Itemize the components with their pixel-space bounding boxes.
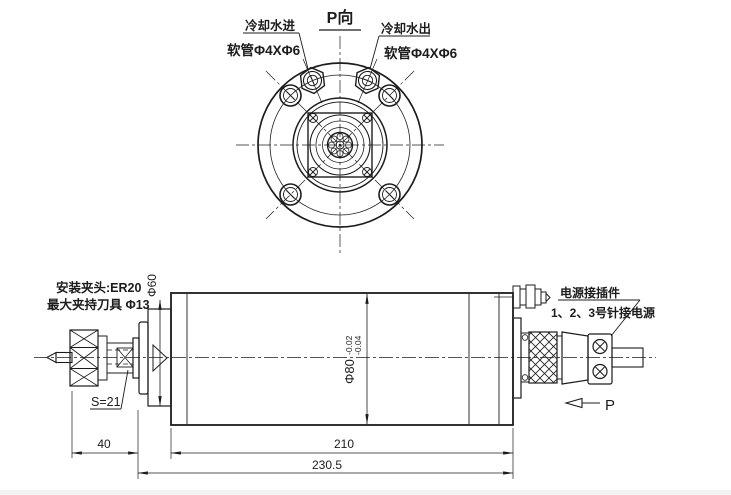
water-nipple-icon [494, 284, 551, 309]
housing-circle-outer [292, 97, 388, 193]
water-fitting-hex-icon [299, 58, 381, 104]
housing-circle-inner [296, 101, 384, 189]
collet-note-line1: 安装夹头:ER20 [56, 280, 141, 295]
dim-230-5-label: 230.5 [312, 458, 342, 472]
dia80-tol-lower: -0.04 [353, 335, 363, 355]
dim-40-label: 40 [97, 437, 111, 451]
flange-bolt-icon [279, 84, 401, 206]
flange-outer-circle [257, 62, 423, 228]
top-view-annotations [243, 29, 430, 70]
side-view [34, 284, 656, 479]
coolant-out-label: 冷却水出 [381, 21, 431, 36]
collet-note-line2: 最大夹持刀具 Φ13 [47, 297, 150, 312]
bearing-detail [309, 114, 371, 176]
bolt-circle [269, 74, 411, 216]
wrench-flat-annotation-lines [90, 369, 129, 410]
connector-annotation-lines [558, 299, 641, 337]
spindle-shaft [106, 342, 134, 374]
connector-pins-label: 1、2、3号针接电源 [551, 305, 655, 320]
stator-square-plate [307, 112, 373, 178]
dia60-label: Φ60 [145, 274, 159, 297]
coolant-out-spec: 软管Φ4XΦ6 [384, 45, 458, 61]
motor-body [170, 292, 514, 426]
p-direction-arrow-icon [563, 397, 600, 409]
tool-pin [45, 351, 73, 364]
dim-210-label: 210 [334, 437, 354, 451]
p-direction-label: P [605, 397, 615, 414]
connector-label: 电源接插件 [560, 285, 620, 300]
collet-nut [69, 329, 108, 387]
extension-lines [71, 391, 514, 479]
dimension-lines [71, 451, 514, 475]
coolant-in-spec: 软管Φ4XΦ6 [227, 42, 301, 58]
corner-screw-icon [308, 113, 372, 177]
wrench-flat-label: S=21 [91, 395, 121, 409]
power-connector-assembly [512, 317, 644, 399]
view-title: P向 [327, 8, 354, 27]
connector-screw-icon [592, 338, 608, 380]
coolant-in-label: 冷却水进 [245, 18, 296, 33]
top-view-p-direction [236, 29, 444, 256]
dia80-label: Φ80 [342, 359, 357, 384]
dia80-tol-upper: -0.02 [344, 335, 354, 355]
